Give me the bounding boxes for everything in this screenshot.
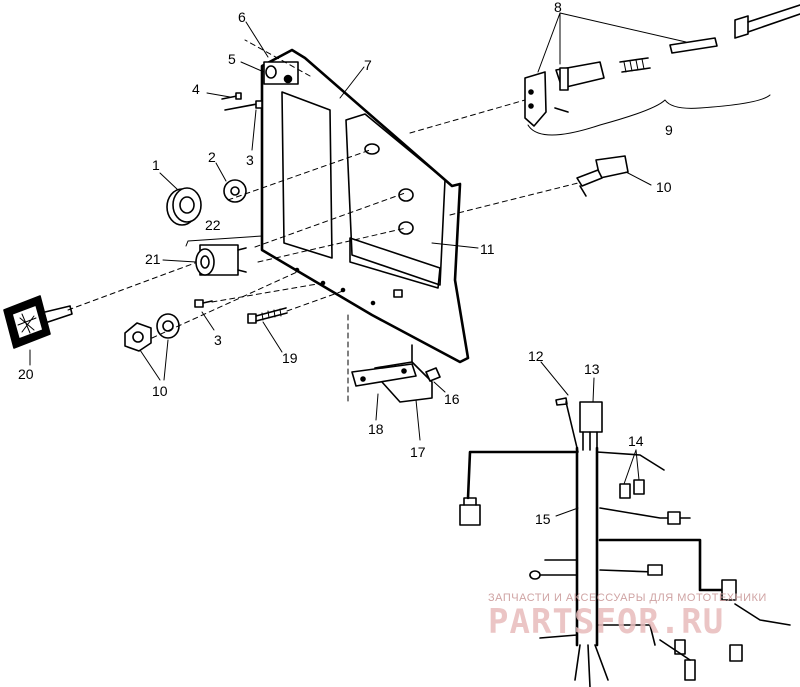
callout-7: 7: [364, 57, 372, 73]
nut-part-1: [166, 187, 202, 226]
callout-17: 17: [410, 444, 426, 460]
callout-2: 2: [208, 149, 216, 165]
callout-12: 12: [528, 348, 544, 364]
callout-10-upper: 10: [656, 179, 672, 195]
callout-3-bottom: 3: [214, 332, 222, 348]
watermark-logo: PARTSFOR.RU: [488, 602, 725, 642]
nut-washer-part-10: [124, 313, 180, 352]
callout-13: 13: [584, 361, 600, 377]
leader-lines: [29, 12, 687, 517]
callout-8: 8: [554, 0, 562, 15]
key-part-20: [3, 295, 73, 349]
mounting-bracket: [263, 61, 299, 85]
callout-6: 6: [238, 9, 246, 25]
callout-15: 15: [535, 511, 551, 527]
wiring-harness: [459, 397, 791, 687]
toggle-switch: [576, 155, 629, 197]
bolt-part-19: [247, 307, 288, 324]
callout-4: 4: [192, 81, 200, 97]
washer-part-2: [223, 179, 247, 203]
assembly-lines: [67, 39, 579, 403]
callout-14: 14: [628, 433, 644, 449]
callout-22: 22: [205, 217, 221, 233]
ignition-switch: [185, 235, 263, 276]
instrument-panel: [260, 48, 470, 364]
screw-top: [221, 92, 263, 111]
screw-lower: [194, 299, 213, 308]
callout-21: 21: [145, 251, 161, 267]
callout-11: 11: [480, 241, 495, 257]
callout-16: 16: [444, 391, 460, 407]
callout-labels: 1 2 3 3 4 5 6 7 8 9 10 10 11 12 13 14 15…: [18, 0, 673, 527]
callout-5: 5: [228, 51, 236, 67]
callout-9: 9: [665, 122, 673, 138]
callout-19: 19: [282, 350, 298, 366]
callout-1: 1: [152, 157, 160, 173]
switch-assembly: [524, 4, 800, 136]
regulator-assembly: [351, 344, 441, 403]
callout-18: 18: [368, 421, 384, 437]
watermark-caption: ЗАПЧАСТИ И АКСЕССУАРЫ ДЛЯ МОТОТЕХНИКИ: [488, 592, 767, 604]
callout-20: 20: [18, 366, 34, 382]
callout-3-top: 3: [246, 152, 254, 168]
callout-10-lower: 10: [152, 383, 168, 399]
